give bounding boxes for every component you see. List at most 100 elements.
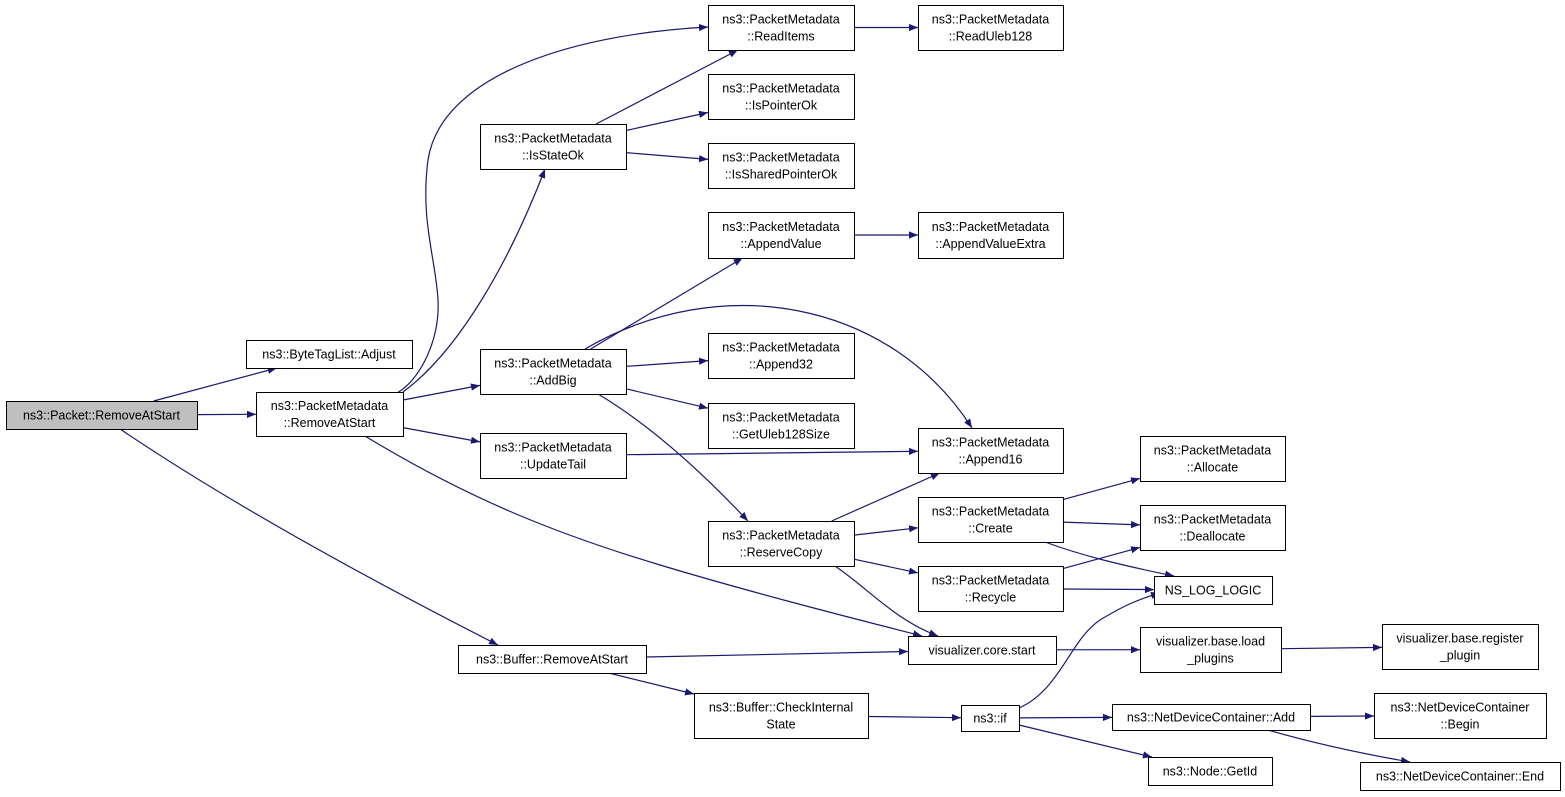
node-ndc-add[interactable]: ns3::NetDeviceContainer::Add bbox=[1112, 704, 1311, 731]
node-byte-tag-adjust[interactable]: ns3::ByteTagList::Adjust bbox=[246, 340, 413, 369]
node-label: ns3::PacketMetadata bbox=[932, 505, 1049, 519]
node-label: ns3::NetDeviceContainer::Add bbox=[1127, 711, 1295, 725]
edge-arrow bbox=[590, 257, 743, 350]
edge-arrow bbox=[595, 49, 739, 125]
edge-arrow bbox=[402, 427, 481, 444]
node-append-value[interactable]: ns3::PacketMetadata::AppendValue bbox=[708, 212, 855, 259]
node-is-state-ok[interactable]: ns3::PacketMetadata::IsStateOk bbox=[480, 124, 627, 170]
node-allocate[interactable]: ns3::PacketMetadata::Allocate bbox=[1140, 436, 1286, 482]
node-is-pointer-ok[interactable]: ns3::PacketMetadata::IsPointerOk bbox=[708, 74, 855, 120]
node-label: ::AppendValue bbox=[740, 237, 821, 251]
node-label: ::ReadItems bbox=[747, 30, 814, 44]
node-label: ::IsPointerOk bbox=[745, 99, 818, 113]
edge-arrow bbox=[402, 168, 546, 393]
node-append32[interactable]: ns3::PacketMetadata::Append32 bbox=[708, 333, 855, 379]
node-label: ns3::NetDeviceContainer::End bbox=[1376, 770, 1544, 784]
edge-arrow bbox=[119, 428, 499, 646]
node-viz-register-plugin[interactable]: visualizer.base.register_plugin bbox=[1382, 624, 1539, 670]
nodes-layer: ns3::Packet::RemoveAtStart ns3::ByteTagLi… bbox=[6, 5, 1561, 791]
edge-pm-remove-at-start-to-update-tail bbox=[402, 427, 481, 444]
node-ns-log-logic[interactable]: NS_LOG_LOGIC bbox=[1154, 576, 1273, 605]
node-reserve-copy[interactable]: ns3::PacketMetadata::ReserveCopy bbox=[708, 521, 855, 567]
node-viz-core-start[interactable]: visualizer.core.start bbox=[908, 636, 1057, 665]
node-box bbox=[708, 333, 855, 379]
node-label: ::IsStateOk bbox=[522, 149, 585, 163]
node-label: ns3::PacketMetadata bbox=[722, 13, 839, 27]
edge-arrow bbox=[1062, 546, 1141, 570]
node-label: visualizer.core.start bbox=[929, 644, 1037, 658]
node-label: ns3::PacketMetadata bbox=[932, 436, 1049, 450]
edge-arrow bbox=[1018, 591, 1161, 709]
node-box bbox=[480, 349, 627, 395]
edge-pm-remove-at-start-to-viz-core-start bbox=[364, 435, 923, 638]
node-label: _plugins bbox=[1186, 652, 1234, 666]
edge-arrow bbox=[834, 565, 939, 637]
node-create[interactable]: ns3::PacketMetadata::Create bbox=[918, 497, 1064, 543]
node-remove-at-start[interactable]: ns3::Packet::RemoveAtStart bbox=[6, 401, 198, 430]
node-ndc-begin[interactable]: ns3::NetDeviceContainer::Begin bbox=[1374, 693, 1547, 739]
edge-arrow bbox=[1267, 729, 1411, 764]
node-box bbox=[708, 521, 855, 567]
node-label: ::UpdateTail bbox=[520, 458, 586, 472]
node-node-get-id[interactable]: ns3::Node::GetId bbox=[1148, 757, 1273, 786]
node-ndc-end[interactable]: ns3::NetDeviceContainer::End bbox=[1360, 762, 1561, 791]
node-recycle[interactable]: ns3::PacketMetadata::Recycle bbox=[918, 566, 1064, 612]
node-label: ns3::PacketMetadata bbox=[1154, 444, 1271, 458]
node-label: ns3::Buffer::CheckInternal bbox=[709, 701, 853, 715]
edge-arrow bbox=[364, 435, 923, 638]
node-box bbox=[480, 124, 627, 170]
node-viz-load-plugins[interactable]: visualizer.base.load _plugins bbox=[1140, 627, 1282, 673]
node-box bbox=[1112, 704, 1311, 731]
node-label: State bbox=[766, 718, 795, 732]
edge-create-to-ns-log-logic bbox=[1044, 541, 1175, 578]
node-box bbox=[918, 5, 1064, 51]
node-update-tail[interactable]: ns3::PacketMetadata::UpdateTail bbox=[480, 433, 627, 479]
node-ns3-if[interactable]: ns3::if bbox=[961, 705, 1020, 732]
edge-ndc-add-to-ndc-end bbox=[1267, 729, 1411, 764]
node-is-shared-pointer-ok[interactable]: ns3::PacketMetadata::IsSharedPointerOk bbox=[708, 143, 855, 189]
edge-update-tail-to-append16 bbox=[625, 447, 919, 456]
edge-buf-remove-at-start-to-viz-core-start bbox=[645, 648, 909, 658]
node-label: ns3::Buffer::RemoveAtStart bbox=[476, 653, 628, 667]
node-add-big[interactable]: ns3::PacketMetadata::AddBig bbox=[480, 349, 627, 395]
node-box bbox=[1154, 576, 1273, 605]
node-label: visualizer.base.load bbox=[1156, 635, 1265, 649]
node-label: visualizer.base.register bbox=[1396, 632, 1523, 646]
node-box bbox=[918, 497, 1064, 543]
node-append16[interactable]: ns3::PacketMetadata::Append16 bbox=[918, 428, 1064, 474]
edge-recycle-to-ns-log-logic bbox=[1062, 585, 1155, 594]
node-deallocate[interactable]: ns3::PacketMetadata::Deallocate bbox=[1140, 505, 1286, 551]
edge-buf-remove-at-start-to-check-internal-state bbox=[608, 672, 695, 696]
node-read-uleb128[interactable]: ns3::PacketMetadata::ReadUleb128 bbox=[918, 5, 1064, 51]
edge-arrow bbox=[867, 713, 962, 722]
edge-arrow bbox=[831, 472, 941, 522]
edge-is-state-ok-to-is-pointer-ok bbox=[625, 110, 709, 132]
edge-add-big-to-append32 bbox=[625, 357, 709, 367]
node-get-uleb128-size[interactable]: ns3::PacketMetadata::GetUleb128Size bbox=[708, 403, 855, 449]
node-pm-remove-at-start[interactable]: ns3::PacketMetadata::RemoveAtStart bbox=[256, 392, 404, 437]
edge-arrow bbox=[853, 558, 919, 575]
edge-arrow bbox=[1018, 713, 1113, 722]
edge-add-big-to-reserve-copy bbox=[597, 393, 749, 522]
node-label: ns3::Node::GetId bbox=[1163, 765, 1258, 779]
edge-arrow bbox=[625, 447, 919, 456]
edge-reserve-copy-to-create bbox=[853, 525, 919, 536]
node-box bbox=[708, 212, 855, 259]
edge-arrow bbox=[853, 525, 919, 536]
edge-ns3-if-to-ns-log-logic bbox=[1018, 591, 1161, 709]
node-label: ns3::PacketMetadata bbox=[494, 441, 611, 455]
edge-arrow bbox=[402, 383, 481, 401]
edge-is-state-ok-to-read-items bbox=[595, 49, 739, 125]
edge-add-big-to-append16 bbox=[584, 304, 973, 429]
node-box bbox=[694, 693, 869, 739]
node-label: ::AddBig bbox=[529, 374, 576, 388]
edge-arrow bbox=[625, 357, 709, 367]
node-append-value-extra[interactable]: ns3::PacketMetadata::AppendValueExtra bbox=[918, 212, 1064, 259]
node-label: ns3::PacketMetadata bbox=[932, 574, 1049, 588]
node-label: ns3::PacketMetadata bbox=[932, 13, 1049, 27]
node-buf-remove-at-start[interactable]: ns3::Buffer::RemoveAtStart bbox=[458, 645, 647, 674]
node-read-items[interactable]: ns3::PacketMetadata::ReadItems bbox=[708, 5, 855, 51]
node-box bbox=[961, 705, 1020, 732]
node-label: ::GetUleb128Size bbox=[732, 428, 830, 442]
